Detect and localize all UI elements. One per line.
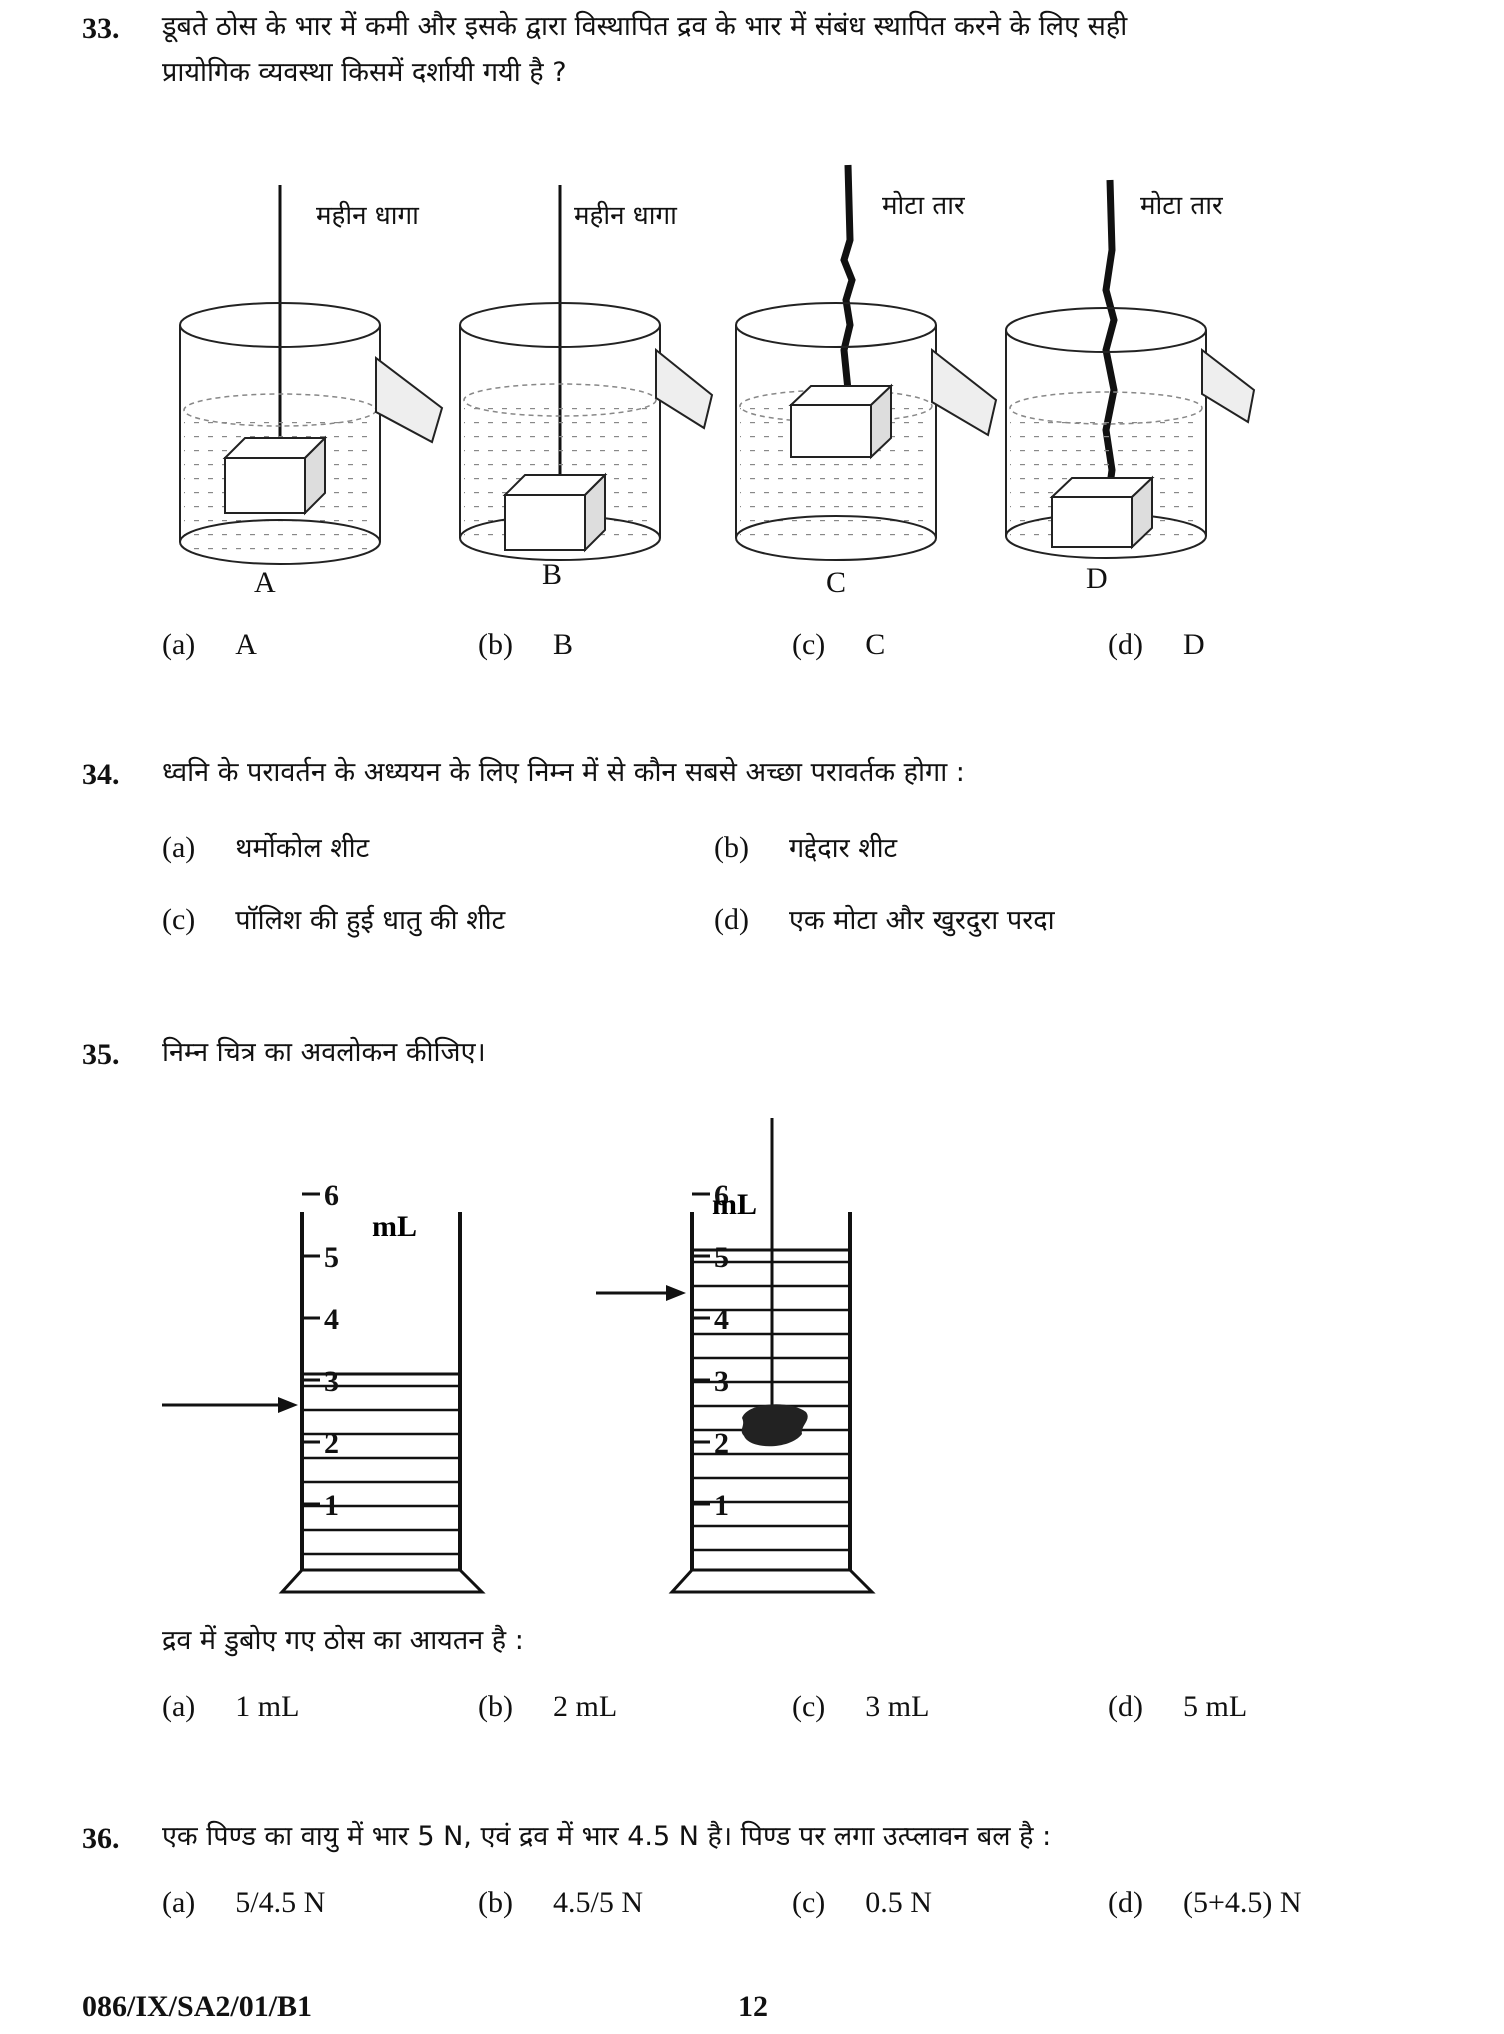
option-letter: (c): [792, 628, 826, 661]
scale-tick-label: 5: [714, 1241, 729, 1274]
scale-tick-label: 3: [714, 1365, 729, 1398]
option-letter: (a): [162, 1886, 196, 1919]
scale-tick-label: 2: [714, 1427, 729, 1460]
figure-label-c: मोटा तार: [882, 191, 965, 221]
scale-tick-label: 5: [324, 1241, 339, 1274]
scale-ticks: 6 5 4 3 2 1: [302, 1179, 339, 1522]
option-letter: (d): [1108, 1690, 1143, 1723]
figure-caption-d: D: [1086, 562, 1108, 595]
question-text-line: डूबते ठोस के भार में कमी और इसके द्वारा …: [162, 11, 1128, 42]
option-a[interactable]: (a) 5/4.5 N: [162, 1886, 325, 1920]
figure-label-d: मोटा तार: [1140, 191, 1223, 221]
option-d[interactable]: (d) एक मोटा और खुरदुरा परदा: [714, 900, 1055, 937]
option-letter: (b): [478, 1886, 513, 1919]
scale-tick-label: 4: [324, 1303, 339, 1336]
option-letter: (d): [1108, 1886, 1143, 1919]
option-b[interactable]: (b) गद्देदार शीट: [714, 828, 897, 865]
option-letter: (a): [162, 831, 196, 864]
question-number: 33.: [82, 12, 120, 45]
question-number: 36.: [82, 1822, 120, 1855]
question-text: निम्न चित्र का अवलोकन कीजिए।: [162, 1037, 486, 1068]
option-text: 3 mL: [865, 1690, 930, 1723]
option-letter: (a): [162, 1690, 196, 1723]
option-text: एक मोटा और खुरदुरा परदा: [788, 905, 1055, 936]
arrow-head: [278, 1397, 298, 1413]
option-letter: (c): [792, 1690, 826, 1723]
option-letter: (d): [1108, 628, 1143, 661]
measuring-cylinders: 6 5 4 3 2 1 mL 6 5 4 3 2 1 mL: [162, 1118, 876, 1594]
unit-label: mL: [712, 1188, 757, 1221]
option-text: C: [865, 628, 886, 661]
beaker-a: [179, 185, 444, 565]
question-text-line: प्रायोगिक व्यवस्था किसमें दर्शायी गयी है…: [162, 57, 567, 88]
option-text: 4.5/5 N: [552, 1886, 643, 1919]
option-a[interactable]: (a) 1 mL: [162, 1690, 299, 1724]
option-b[interactable]: (b) 4.5/5 N: [478, 1886, 643, 1920]
option-b[interactable]: (b) B: [478, 628, 573, 662]
scale-tick-label: 6: [714, 1179, 729, 1212]
liquid-lines: [302, 1372, 460, 1556]
option-b[interactable]: (b) 2 mL: [478, 1690, 617, 1724]
option-c[interactable]: (c) C: [792, 628, 885, 662]
cylinder-before: 6 5 4 3 2 1 mL: [162, 1179, 486, 1594]
option-text: 5/4.5 N: [235, 1886, 326, 1919]
option-letter: (c): [162, 903, 196, 936]
option-c[interactable]: (c) पॉलिश की हुई धातु की शीट: [162, 900, 505, 937]
paper-code: 086/IX/SA2/01/B1: [82, 1990, 313, 2023]
arrow-head: [666, 1285, 686, 1301]
option-letter: (a): [162, 628, 196, 661]
sub-question: द्रव में डुबोए गए ठोस का आयतन है :: [162, 1625, 524, 1656]
figure-caption-a: A: [254, 566, 276, 599]
scale-tick-label: 6: [324, 1179, 339, 1212]
scale-tick-label: 4: [714, 1303, 729, 1336]
question-text: डूबते ठोस के भार में कमी और इसके द्वारा …: [162, 4, 1352, 96]
beaker-b: [459, 185, 714, 561]
beaker-c: [735, 164, 998, 561]
figure-caption-b: B: [542, 558, 563, 591]
figure-label-b: महीन धागा: [574, 201, 677, 231]
figure-label-a: महीन धागा: [316, 201, 419, 231]
option-text: (5+4.5) N: [1182, 1886, 1302, 1919]
option-letter: (b): [478, 1690, 513, 1723]
option-d[interactable]: (d) (5+4.5) N: [1108, 1886, 1302, 1920]
option-c[interactable]: (c) 3 mL: [792, 1690, 929, 1724]
cylinder-after: 6 5 4 3 2 1 mL: [596, 1118, 876, 1594]
scale-tick-label: 1: [714, 1489, 729, 1522]
option-letter: (b): [478, 628, 513, 661]
option-text: गद्देदार शीट: [788, 833, 898, 864]
scale-tick-label: 2: [324, 1427, 339, 1460]
option-letter: (b): [714, 831, 749, 864]
figure-caption-c: C: [826, 566, 847, 599]
question-number: 35.: [82, 1038, 120, 1071]
option-a[interactable]: (a) थर्मोकोल शीट: [162, 828, 369, 865]
option-text: 1 mL: [235, 1690, 300, 1723]
unit-label: mL: [372, 1210, 417, 1243]
option-text: D: [1182, 628, 1205, 661]
option-text: 2 mL: [552, 1690, 618, 1723]
question-text: ध्वनि के परावर्तन के अध्ययन के लिए निम्न…: [162, 757, 965, 788]
page-number: 12: [738, 1990, 768, 2023]
solid-stone: [741, 1404, 808, 1447]
option-text: थर्मोकोल शीट: [235, 833, 370, 864]
option-a[interactable]: (a) A: [162, 628, 257, 662]
scale-ticks: 6 5 4 3 2 1: [692, 1179, 729, 1522]
option-text: 5 mL: [1182, 1690, 1248, 1723]
option-text: पॉलिश की हुई धातु की शीट: [235, 905, 506, 936]
option-text: A: [235, 628, 257, 661]
question-text: एक पिण्ड का वायु में भार 5 N, एवं द्रव म…: [162, 1821, 1052, 1852]
beaker-figures: [179, 164, 1256, 565]
scale-tick-label: 3: [324, 1365, 339, 1398]
option-letter: (d): [714, 903, 749, 936]
beaker-d: [1005, 179, 1256, 559]
option-text: 0.5 N: [865, 1886, 932, 1919]
option-text: B: [552, 628, 573, 661]
scale-tick-label: 1: [324, 1489, 339, 1522]
question-number: 34.: [82, 758, 120, 791]
option-c[interactable]: (c) 0.5 N: [792, 1886, 932, 1920]
option-d[interactable]: (d) 5 mL: [1108, 1690, 1247, 1724]
option-letter: (c): [792, 1886, 826, 1919]
option-d[interactable]: (d) D: [1108, 628, 1205, 662]
